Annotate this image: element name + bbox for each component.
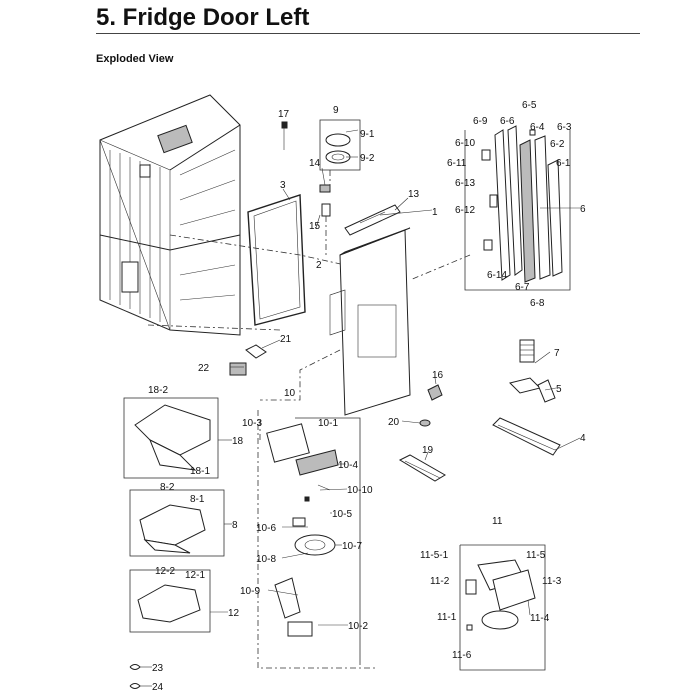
callout-7: 7: [554, 348, 560, 359]
callout-10-8: 10-8: [256, 554, 276, 565]
callout-8-1: 8-1: [190, 494, 205, 505]
callout-4: 4: [580, 433, 586, 444]
callout-11-5: 11-5: [526, 550, 546, 561]
callout-11-5-1: 11-5-1: [420, 550, 449, 561]
callout-21: 21: [280, 334, 292, 345]
callout-12-2: 12-2: [155, 566, 175, 577]
callout-22: 22: [198, 363, 210, 374]
door-gasket-part: [247, 194, 306, 326]
callout-10-9: 10-9: [240, 586, 260, 597]
callout-16: 16: [432, 370, 444, 381]
part-16-graphic: [427, 384, 443, 401]
part-5-graphic: [509, 377, 556, 403]
title-divider: [96, 33, 640, 34]
callout-13: 13: [408, 189, 420, 200]
part-19-graphic: [398, 454, 446, 482]
part-20-graphic: [419, 419, 431, 427]
callout-6-2: 6-2: [550, 139, 565, 150]
callout-10-4: 10-4: [338, 460, 358, 471]
callout-6-3: 6-3: [557, 122, 572, 133]
section-heading: Exploded View: [96, 53, 174, 65]
callout-11-4: 11-4: [530, 613, 550, 624]
hinge-bracket-part: [344, 204, 401, 236]
callout-8-2: 8-2: [160, 482, 175, 493]
callout-6-4: 6-4: [530, 122, 545, 133]
part-22-graphic: [229, 362, 247, 376]
fridge-door-part: [329, 227, 411, 416]
callout-6-14: 6-14: [487, 270, 507, 281]
callout-11-2: 11-2: [430, 576, 450, 587]
callout-1: 1: [432, 207, 438, 218]
callout-10-3: 10-3: [242, 418, 262, 429]
callout-11: 11: [492, 516, 503, 527]
callout-10-5: 10-5: [332, 509, 352, 520]
callout-6-1: 6-1: [556, 158, 571, 169]
callout-12: 12: [228, 608, 240, 619]
callout-6-11: 6-11: [447, 158, 467, 169]
callout-6: 6: [580, 204, 586, 215]
callout-5: 5: [556, 384, 562, 395]
callout-11-6: 11-6: [452, 650, 472, 661]
callout-10-2: 10-2: [348, 621, 368, 632]
callout-11-3: 11-3: [542, 576, 562, 587]
part-10-graphic: [257, 410, 375, 669]
callout-6-5: 6-5: [522, 100, 537, 111]
callout-18: 18: [232, 436, 244, 447]
callout-3: 3: [280, 180, 286, 191]
callout-24: 24: [152, 682, 164, 693]
callout-8: 8: [232, 520, 238, 531]
part-12-graphic: [129, 569, 211, 633]
callout-2: 2: [316, 260, 322, 271]
callout-10-1: 10-1: [318, 418, 338, 429]
callout-labels: 1 2 3 4 5 6 6-1 6-2 6-3 6-4 6-5 6-6 6-7 …: [148, 100, 586, 693]
callout-10-7: 10-7: [342, 541, 362, 552]
callout-10-10: 10-10: [347, 485, 373, 496]
callout-6-8: 6-8: [530, 298, 545, 309]
part-21-graphic: [245, 344, 267, 359]
part-24-graphic: [129, 683, 141, 689]
callout-17: 17: [278, 109, 290, 120]
callout-9: 9: [333, 105, 339, 116]
callout-11-1: 11-1: [437, 612, 457, 623]
callout-15: 15: [309, 221, 321, 232]
callout-18-2: 18-2: [148, 385, 168, 396]
part-11-graphic: [459, 544, 546, 671]
part-15-graphic: [321, 203, 331, 217]
part-7-graphic: [519, 339, 535, 363]
door-trim-assembly: [464, 125, 571, 291]
page-title: 5. Fridge Door Left: [96, 4, 310, 31]
callout-12-1: 12-1: [185, 570, 205, 581]
callout-10-6: 10-6: [256, 523, 276, 534]
part-17-graphic: [281, 121, 288, 129]
callout-14: 14: [309, 158, 321, 169]
part-18-graphic: [123, 397, 219, 479]
part-4-graphic: [492, 417, 561, 456]
callout-6-10: 6-10: [455, 138, 475, 149]
fridge-cabinet-drawing: [99, 94, 241, 336]
callout-6-13: 6-13: [455, 178, 475, 189]
callout-6-6: 6-6: [500, 116, 515, 127]
part-8-graphic: [129, 489, 225, 557]
callout-19: 19: [422, 445, 434, 456]
callout-9-2: 9-2: [360, 153, 375, 164]
callout-20: 20: [388, 417, 400, 428]
leader-lines: [140, 167, 581, 687]
callout-18-1: 18-1: [190, 466, 210, 477]
callout-6-12: 6-12: [455, 205, 475, 216]
callout-6-9: 6-9: [473, 116, 488, 127]
callout-6-7: 6-7: [515, 282, 530, 293]
part-23-graphic: [129, 664, 141, 670]
part-14-graphic: [319, 184, 331, 193]
callout-9-1: 9-1: [360, 129, 375, 140]
callout-10: 10: [284, 388, 296, 399]
callout-23: 23: [152, 663, 164, 674]
part-9-graphic: [319, 119, 361, 171]
